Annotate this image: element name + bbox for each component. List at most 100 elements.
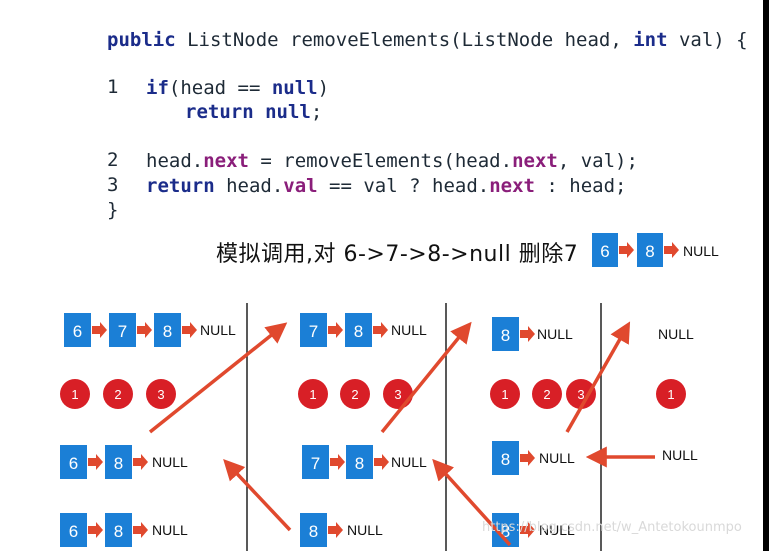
keyword-public: public bbox=[107, 29, 176, 51]
line-number-2: 2 bbox=[107, 149, 119, 171]
node-arrow bbox=[88, 454, 103, 470]
node-label: 8 bbox=[309, 522, 318, 541]
code-line-1-end: ) bbox=[317, 77, 330, 99]
list-node: 6 bbox=[64, 313, 91, 347]
field-val: val bbox=[283, 175, 318, 197]
svg-text:3: 3 bbox=[394, 387, 401, 402]
field-next-3: next bbox=[489, 175, 535, 197]
null-label: NULL bbox=[391, 322, 427, 338]
code-signature: public ListNode removeElements(ListNode … bbox=[107, 28, 748, 52]
flow-arrows bbox=[148, 321, 655, 547]
node-label: 8 bbox=[355, 454, 364, 473]
step-circle-1: 1 bbox=[60, 379, 90, 409]
list-node: 8 bbox=[492, 317, 519, 351]
node-arrow bbox=[328, 522, 343, 538]
node-arrow bbox=[328, 322, 343, 338]
node-label: 7 bbox=[118, 322, 127, 341]
list-node: 7 bbox=[109, 313, 136, 347]
keyword-null-2: null bbox=[265, 101, 311, 123]
node-label: 8 bbox=[501, 450, 510, 469]
svg-text:2: 2 bbox=[114, 387, 121, 402]
node-label: 7 bbox=[309, 322, 318, 341]
null-label: NULL bbox=[683, 243, 719, 259]
list-node: 6 bbox=[60, 445, 87, 479]
field-next: next bbox=[203, 150, 249, 172]
signature-middle: ListNode removeElements(ListNode head, bbox=[175, 29, 634, 51]
call-arrow-3 bbox=[565, 321, 631, 433]
svg-text:3: 3 bbox=[157, 387, 164, 402]
column-1: 6 7 8 NULL 1 2 3 6 8 NULL 6 8 NULL bbox=[60, 313, 236, 547]
node-arrow bbox=[182, 322, 197, 338]
line-number-1: 1 bbox=[107, 76, 119, 98]
caption: 模拟调用,对 6->7->8->null 删除7 bbox=[216, 242, 579, 267]
return-arrow-2 bbox=[432, 458, 512, 547]
code-line-2: head.next = removeElements(head.next, va… bbox=[146, 150, 638, 172]
svg-text:1: 1 bbox=[71, 387, 78, 402]
list-node: 7 bbox=[300, 313, 327, 347]
column-4: NULL 1 NULL bbox=[656, 326, 698, 463]
svg-text:1: 1 bbox=[309, 387, 316, 402]
keyword-int: int bbox=[633, 29, 668, 51]
node-label: 6 bbox=[69, 522, 78, 541]
list-node: 8 bbox=[637, 233, 663, 267]
list-node: 8 bbox=[154, 313, 181, 347]
step-circle-2: 2 bbox=[103, 379, 133, 409]
code-line-1: if(head == null) bbox=[146, 76, 329, 100]
node-arrow bbox=[520, 326, 535, 342]
step-circle-2: 2 bbox=[532, 379, 562, 409]
step-circle-3: 3 bbox=[383, 379, 413, 409]
node-arrow bbox=[133, 522, 148, 538]
code-line-1b: return null; bbox=[185, 101, 323, 123]
field-next-2: next bbox=[512, 150, 558, 172]
svg-text:1: 1 bbox=[501, 387, 508, 402]
node-arrow bbox=[520, 522, 535, 538]
line-number-3: 3 bbox=[107, 174, 119, 196]
step-circle-3: 3 bbox=[566, 379, 596, 409]
node-label: 7 bbox=[311, 454, 320, 473]
list-node: 8 bbox=[346, 445, 373, 479]
node-arrow bbox=[374, 454, 389, 470]
node-arrow bbox=[92, 322, 107, 338]
svg-text:3: 3 bbox=[577, 387, 584, 402]
list-node: 6 bbox=[592, 233, 618, 267]
svg-text:1: 1 bbox=[667, 387, 674, 402]
null-label: NULL bbox=[200, 322, 236, 338]
column-2: 7 8 NULL 1 2 3 7 8 NULL 8 NULL bbox=[298, 313, 427, 547]
node-label: 6 bbox=[69, 454, 78, 473]
node-arrow bbox=[88, 522, 103, 538]
node-label: 8 bbox=[163, 322, 172, 341]
null-label: NULL bbox=[152, 522, 188, 538]
keyword-null: null bbox=[271, 77, 318, 99]
code-line-3: return head.val == val ? head.next : hea… bbox=[146, 175, 627, 197]
null-label: NULL bbox=[391, 454, 427, 470]
node-label: 8 bbox=[114, 454, 123, 473]
keyword-return-2: return bbox=[146, 175, 215, 197]
null-label: NULL bbox=[537, 326, 573, 342]
node-label: 8 bbox=[501, 522, 510, 541]
watermark: https://blog.csdn.net/w_Antetokounmpo bbox=[482, 520, 742, 535]
node-arrow bbox=[520, 450, 535, 466]
step-circle-1: 1 bbox=[490, 379, 520, 409]
null-label: NULL bbox=[347, 522, 383, 538]
node-label: 8 bbox=[501, 326, 510, 345]
list-node: 8 bbox=[492, 441, 519, 475]
null-label: NULL bbox=[662, 447, 698, 463]
list-node: 8 bbox=[300, 513, 327, 547]
node-arrow bbox=[373, 322, 388, 338]
list-node: 6 bbox=[60, 513, 87, 547]
step-circle-1: 1 bbox=[298, 379, 328, 409]
node-label: 6 bbox=[600, 242, 609, 261]
call-arrow-1 bbox=[148, 322, 288, 434]
list-node: 8 bbox=[105, 445, 132, 479]
result-list: 6 8 NULL bbox=[592, 233, 719, 267]
node-arrow bbox=[137, 322, 152, 338]
call-arrow-2 bbox=[380, 321, 472, 434]
null-label: NULL bbox=[658, 326, 694, 342]
node-label: 8 bbox=[354, 322, 363, 341]
null-label: NULL bbox=[539, 450, 575, 466]
keyword-if: if bbox=[146, 77, 169, 99]
node-arrow bbox=[133, 454, 148, 470]
step-circle-3: 3 bbox=[146, 379, 176, 409]
